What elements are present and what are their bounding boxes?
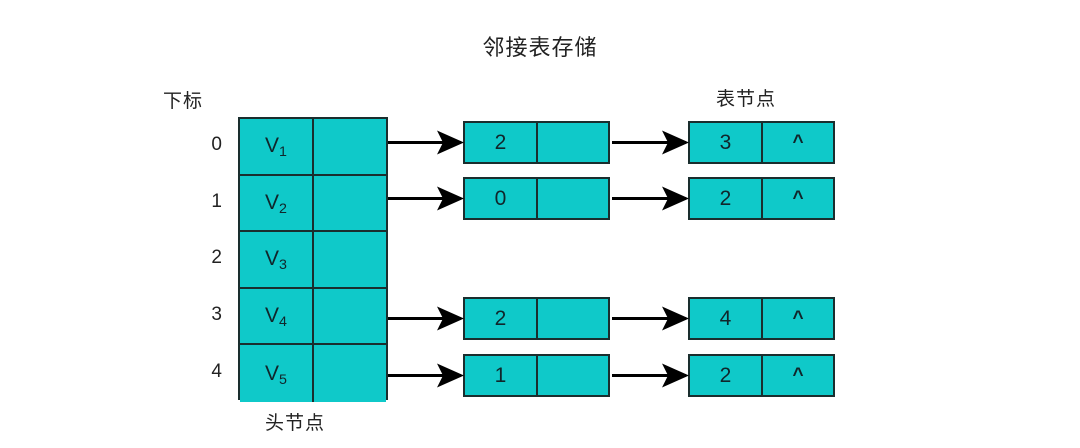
list-node-value: 2: [465, 299, 538, 338]
head-pointer-cell: [314, 119, 386, 174]
list-node-value: 0: [465, 179, 538, 218]
head-vertex-cell: V2: [240, 175, 314, 231]
index-label: 2: [211, 247, 222, 269]
diagram-title: 邻接表存储: [482, 35, 598, 60]
head-table-row: V2: [240, 175, 386, 233]
head-vertex-subscript: 1: [279, 144, 287, 161]
head-vertex-label: V: [265, 134, 280, 158]
list-node-next: [538, 299, 608, 338]
list-node: 1: [463, 354, 610, 397]
list-node-next: ^: [792, 131, 804, 153]
head-pointer-cell: [314, 288, 386, 344]
head-table-row: V3: [240, 232, 386, 289]
list-node-next: [538, 356, 608, 395]
head-table-row: V4: [240, 288, 386, 346]
list-node-next: ^: [792, 364, 804, 386]
head-table-row: V1: [240, 119, 386, 176]
table-node-caption: 表节点: [716, 89, 777, 110]
list-node-next: [538, 123, 608, 162]
list-node-value: 4: [690, 299, 763, 338]
list-node-next: [538, 179, 608, 218]
head-pointer-cell: [314, 345, 386, 402]
index-label: 3: [211, 304, 222, 326]
head-vertex-cell: V5: [240, 345, 314, 402]
index-column: 0 1 2 3 4: [176, 117, 228, 400]
list-node-value: 2: [465, 123, 538, 162]
head-vertex-subscript: 4: [279, 314, 287, 331]
list-node-value: 2: [690, 179, 763, 218]
index-label: 1: [211, 190, 222, 212]
head-pointer-cell: [314, 232, 386, 287]
list-node: 4 ^: [688, 297, 835, 340]
head-vertex-cell: V4: [240, 288, 314, 344]
head-node-caption: 头节点: [265, 413, 326, 434]
list-node-next: ^: [792, 307, 804, 329]
head-vertex-subscript: 3: [279, 257, 287, 274]
list-node: 0: [463, 177, 610, 220]
head-vertex-cell: V3: [240, 232, 314, 287]
head-node-table: V1 V2 V3 V4 V5: [238, 117, 388, 402]
head-vertex-subscript: 2: [279, 200, 287, 217]
list-node-value: 2: [690, 356, 763, 395]
head-vertex-label: V: [265, 190, 280, 214]
head-vertex-label: V: [265, 304, 280, 328]
list-node: 3 ^: [688, 121, 835, 164]
list-node: 2 ^: [688, 354, 835, 397]
list-node-value: 1: [465, 356, 538, 395]
list-node: 2: [463, 297, 610, 340]
list-node-value: 3: [690, 123, 763, 162]
index-column-caption: 下标: [163, 91, 204, 112]
head-vertex-subscript: 5: [279, 371, 287, 388]
head-pointer-cell: [314, 175, 386, 231]
head-vertex-cell: V1: [240, 119, 314, 174]
index-label: 4: [211, 360, 222, 382]
head-table-row: V5: [240, 345, 386, 402]
list-node: 2 ^: [688, 177, 835, 220]
head-vertex-label: V: [265, 361, 280, 385]
index-label: 0: [211, 134, 222, 156]
head-vertex-label: V: [265, 247, 280, 271]
list-node-next: ^: [792, 187, 804, 209]
list-node: 2: [463, 121, 610, 164]
